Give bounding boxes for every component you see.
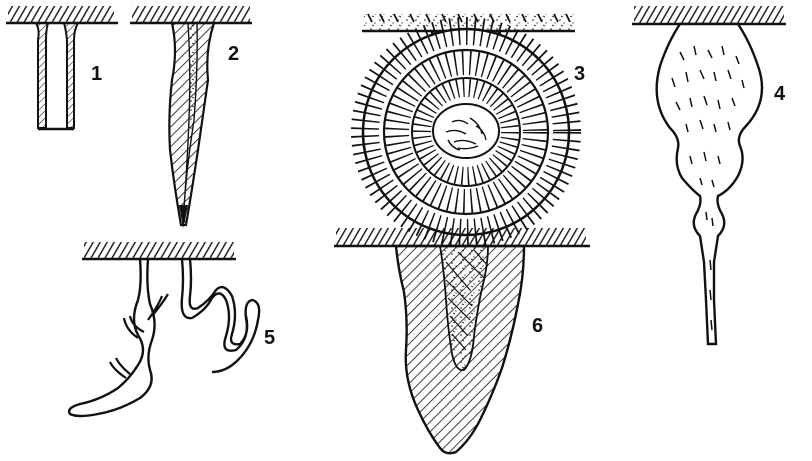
ceiling-hatch [132,6,250,23]
figure-2-cone-stalactite: 2 [130,6,252,228]
figure-1-straight-tube: 1 [6,6,118,129]
ceiling-hatch [84,242,234,258]
figure-label-1: 1 [91,63,102,85]
figure-label-3: 3 [574,63,585,85]
figure-3-concentric-disc: 3 [362,14,585,235]
helictite-right [182,259,259,372]
figure-label-2: 2 [228,43,239,65]
figure-label-6: 6 [532,315,543,337]
helictite-left [69,259,154,416]
ceiling-hatch [8,6,114,23]
figure-label-4: 4 [774,83,786,105]
ceiling-hatch [634,6,784,23]
ceiling-hatch [336,228,586,246]
figure-4-bulbous-form: 4 [632,6,786,344]
figure-5-helictites: 5 [69,242,275,416]
figure-label-5: 5 [264,327,275,349]
tube-wall-right [64,23,78,128]
branch-3 [110,358,130,378]
figure-6-triangular-stalactite: 6 [334,228,590,453]
central-core [433,104,499,158]
tube-wall-left [36,23,48,128]
bulb-outline [657,24,762,344]
